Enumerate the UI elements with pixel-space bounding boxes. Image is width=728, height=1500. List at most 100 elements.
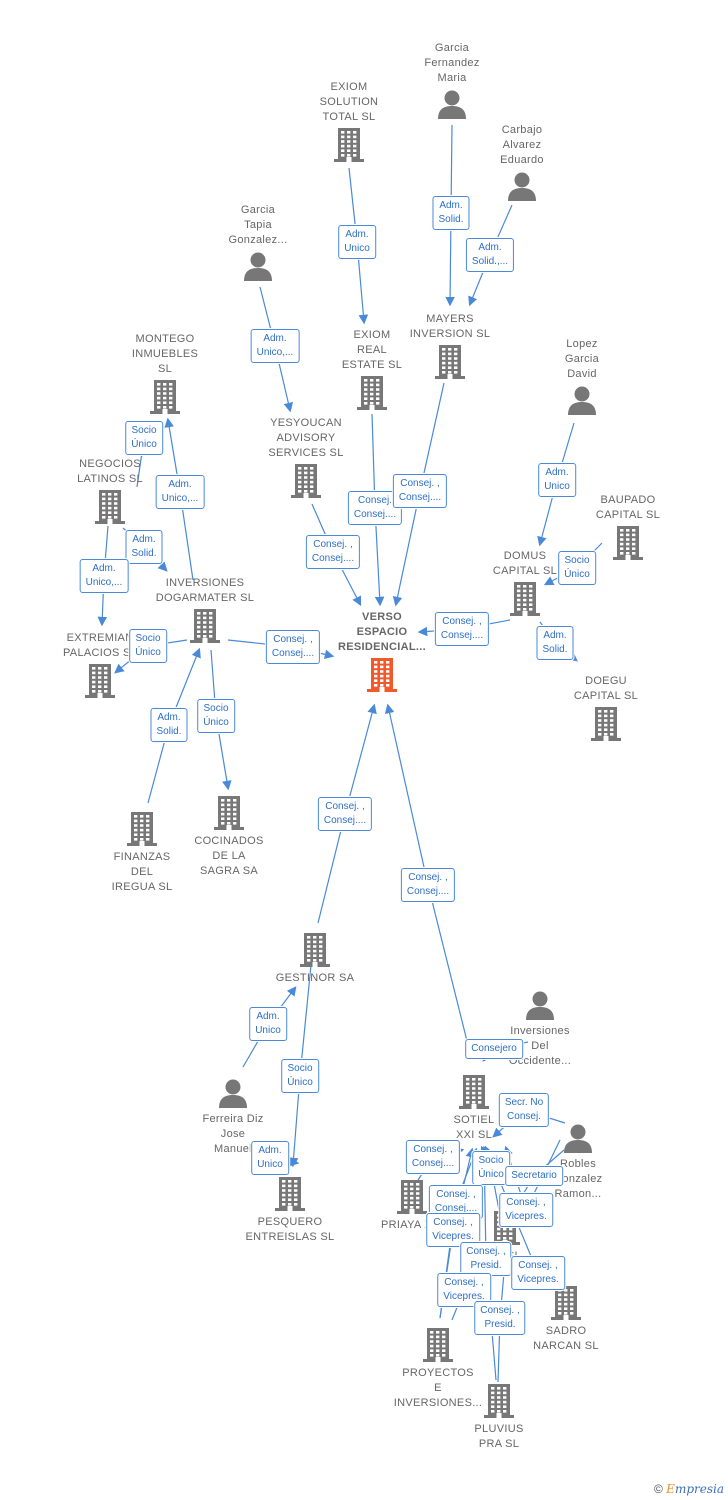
edge-role-badge[interactable]: Consej. ,Consej.... (392, 474, 448, 508)
edge-role-badge[interactable]: Adm.Solid. (150, 708, 188, 742)
edge-role-badge[interactable]: Consejero (465, 1039, 523, 1059)
edge-role-badge[interactable]: Adm.Unico,... (79, 559, 129, 593)
node-label-line: CAPITAL SL (595, 509, 661, 521)
edge-role-line: Consej. , (400, 478, 440, 489)
node-label-line: TOTAL SL (322, 111, 376, 123)
node-label-line: Gonzalez (553, 1173, 603, 1185)
focus-building-icon (322, 658, 442, 692)
node-label-line: PLUVIUS (474, 1423, 524, 1435)
edge-role-badge[interactable]: Consej. ,Consej.... (317, 797, 373, 831)
edge-role-badge[interactable]: Adm.Solid. (125, 530, 163, 564)
edge-role-badge[interactable]: Adm.Unico (338, 225, 376, 259)
edge-role-badge[interactable]: Consej. ,Vicepres. (499, 1193, 553, 1227)
node-label-line: INVERSIONES (165, 577, 245, 589)
edge-role-badge[interactable]: Consej. ,Presid. (474, 1301, 526, 1335)
node-label-line: IREGUA SL (111, 881, 173, 893)
edge-role-badge[interactable]: Consej. ,Consej.... (400, 868, 456, 902)
edge-role-line: Consej. , (273, 634, 313, 645)
node-label-line: REAL (357, 344, 387, 356)
edge-role-badge[interactable]: Adm.Unico,... (250, 329, 300, 363)
building-icon (439, 1384, 559, 1418)
edge-role-badge[interactable]: Consej. ,Consej.... (405, 1140, 461, 1174)
edge-role-badge[interactable]: Secretario (505, 1166, 563, 1186)
edge-role-line: Adm. (478, 242, 502, 253)
node-pluvius[interactable]: PLUVIUS PRA SL (439, 1381, 559, 1452)
node-label-line: Inversiones (510, 1025, 570, 1037)
node-label-line: PRA SL (478, 1438, 520, 1450)
edge-role-line: Consej. , (506, 1197, 546, 1208)
edge-role-badge[interactable]: Consej. ,Consej.... (265, 630, 321, 664)
edge-role-line: Unico,... (85, 577, 123, 588)
edge-role-badge[interactable]: Adm.Unico,... (155, 475, 205, 509)
edge-role-badge[interactable]: Adm.Solid.,... (465, 238, 515, 272)
node-label-line: Del (531, 1040, 549, 1052)
node-label-line: ENTREISLAS SL (245, 1231, 335, 1243)
building-icon (312, 376, 432, 410)
edge-role-badge[interactable]: Consej. ,Vicepres. (426, 1213, 480, 1247)
building-icon (390, 345, 510, 379)
building-icon (82, 812, 202, 846)
edge-role-badge[interactable]: Consej. ,Consej.... (305, 535, 361, 569)
edge-role-badge[interactable]: Adm.Unico (249, 1007, 287, 1041)
node-label-line: Tapia (244, 219, 272, 231)
edge-role-badge[interactable]: Consej. ,Presid. (460, 1242, 512, 1276)
edge-role-badge[interactable]: Consej. ,Vicepres. (511, 1256, 565, 1290)
node-label-line: DEL (130, 866, 154, 878)
edge-role-line: Consej. , (433, 1217, 473, 1228)
edge-role-badge[interactable]: Consej. ,Consej.... (434, 612, 490, 646)
node-label-line: NARCAN SL (533, 1340, 599, 1352)
edge-role-badge[interactable]: Adm.Unico (251, 1141, 289, 1175)
edge-role-line: Unico (257, 1159, 283, 1170)
edge-role-line: Solid. (156, 726, 182, 737)
edge-role-badge[interactable]: Adm.Solid. (536, 626, 574, 660)
edge-role-line: Adm. (132, 534, 156, 545)
edge-role-line: Consej. , (518, 1260, 558, 1271)
edge-role-line: Consej. (507, 1111, 541, 1122)
edge-role-badge[interactable]: Adm.Solid. (432, 196, 470, 230)
edge-role-badge[interactable]: Adm.Unico (538, 463, 576, 497)
edge-role-badge[interactable]: Consej.Consej.... (347, 491, 403, 525)
node-gestinor[interactable]: GESTINOR SA (255, 930, 375, 986)
edge-role-line: Socio (135, 633, 161, 644)
edge-role-line: Adm. (168, 479, 192, 490)
